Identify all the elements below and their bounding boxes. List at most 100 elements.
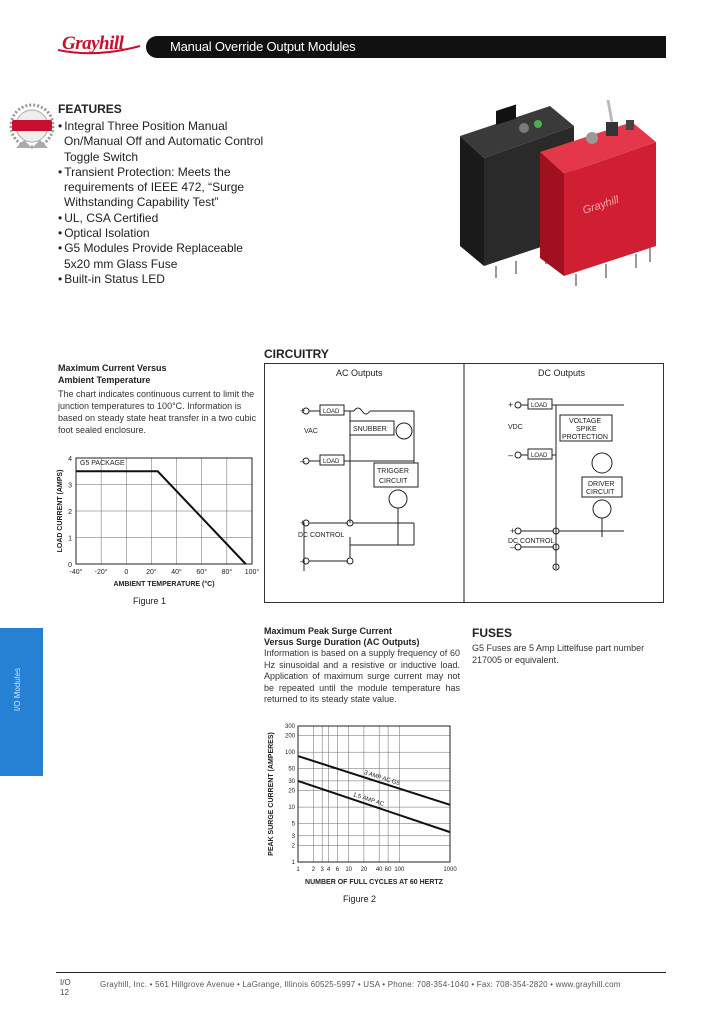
feature-item: Optical Isolation (58, 226, 268, 241)
y-tick-label: 4 (68, 456, 72, 463)
load-label: LOAD (323, 459, 340, 465)
x-tick-label: 4 (327, 867, 331, 873)
x-tick-label: 60 (385, 867, 392, 873)
grayhill-logo-swoosh (57, 45, 141, 55)
x-tick-label: 2 (312, 867, 316, 873)
plus-sign: + (300, 518, 305, 528)
figure2-caption: Figure 2 (343, 894, 377, 904)
x-tick-label: 6 (336, 867, 340, 873)
vdc-label: VDC (508, 424, 523, 431)
header-bar: Manual Override Output Modules (146, 36, 666, 58)
load-label: LOAD (531, 403, 548, 409)
page-section: I/O (60, 978, 71, 987)
vac-label: VAC (304, 428, 318, 435)
circuit-diagram: AC Outputs DC Outputs LOAD LOAD LOAD LOA… (298, 363, 624, 603)
driver-label-2: CIRCUIT (586, 489, 615, 496)
series-line (297, 779, 451, 834)
footer-divider (56, 972, 666, 973)
feature-item: Transient Protection: Meets the requirem… (58, 165, 268, 211)
feature-item: Built-in Status LED (58, 272, 268, 287)
y-tick-label: 1 (68, 536, 72, 543)
plot-frame (297, 725, 451, 863)
y-tick-label: 200 (285, 734, 296, 740)
y-tick-label: 0 (68, 562, 72, 569)
y-tick-label: 30 (288, 779, 295, 785)
feature-item: UL, CSA Certified (58, 211, 268, 226)
load-label: LOAD (323, 409, 340, 415)
x-tick-label: 20 (361, 867, 368, 873)
x-tick-label: 1 (296, 867, 300, 873)
x-tick-label: -20° (95, 568, 108, 576)
voltage-label-1: VOLTAGE (569, 418, 601, 425)
dc-control-label: DC CONTROL (508, 538, 554, 545)
voltage-label-3: PROTECTION (562, 434, 608, 441)
x-tick-label: -40° (70, 568, 83, 576)
x-tick-label: 40° (171, 568, 182, 576)
x-tick-label: 40 (376, 867, 383, 873)
x-tick-label: 20° (146, 568, 157, 576)
series-line (297, 755, 451, 806)
side-tab-label: I/O Modules (13, 668, 22, 712)
plot-frame (75, 457, 253, 565)
y-tick-label: 1 (292, 860, 296, 866)
x-tick-label: 0 (124, 569, 128, 576)
page-title: Manual Override Output Modules (170, 39, 356, 54)
chart1-title: Maximum Current Versus Ambient Temperatu… (58, 363, 167, 385)
features-list: Integral Three Position Manual On/Manual… (58, 119, 268, 287)
y-tick-label: 3 (292, 834, 296, 840)
dc-control-label: DC CONTROL (298, 532, 344, 539)
y-tick-label: 3 (68, 483, 72, 490)
voltage-label-2: SPIKE (576, 426, 597, 433)
y-axis-label: PEAK SURGE CURRENT (AMPERES) (268, 732, 275, 856)
x-tick-label: 10 (345, 867, 352, 873)
x-tick-label: 80° (222, 568, 233, 576)
y-tick-label: 20 (288, 789, 295, 795)
footer-contact: Grayhill, Inc. • 561 Hillgrove Avenue • … (100, 980, 621, 989)
x-tick-label: 100 (394, 867, 405, 873)
circuitry-heading: CIRCUITRY (264, 347, 329, 361)
snubber-label: SNUBBER (353, 426, 387, 433)
trigger-label-2: CIRCUIT (379, 478, 408, 485)
series-line (76, 470, 247, 565)
plus-sign: + (300, 406, 305, 416)
surge-chart-title: Maximum Peak Surge Current Versus Surge … (264, 626, 420, 647)
driver-label-1: DRIVER (588, 481, 614, 488)
dc-outputs-label: DC Outputs (538, 368, 586, 378)
y-tick-label: 100 (285, 750, 296, 756)
minus-sign: – (508, 450, 513, 460)
y-tick-label: 300 (285, 724, 296, 730)
chart1-description: The chart indicates continuous current t… (58, 389, 257, 435)
y-tick-label: 2 (68, 509, 72, 516)
grayhill-seal-icon (9, 103, 55, 149)
minus-sign: – (300, 456, 305, 466)
feature-item: Integral Three Position Manual On/Manual… (58, 119, 268, 165)
x-tick-label: 3 (321, 867, 325, 873)
x-tick-label: 60° (196, 568, 207, 576)
series-label: G5 PACKAGE (80, 460, 125, 467)
product-photo: Grayhill (460, 99, 656, 286)
minus-sign: – (300, 556, 305, 566)
figure1-caption: Figure 1 (133, 596, 167, 606)
trigger-label-1: TRIGGER (377, 468, 409, 475)
features-heading: FEATURES (58, 102, 122, 116)
load-label: LOAD (531, 453, 548, 459)
y-tick-label: 10 (288, 805, 295, 811)
y-tick-label: 50 (288, 767, 295, 773)
fuses-heading: FUSES (472, 626, 513, 640)
y-tick-label: 5 (292, 822, 296, 828)
section-side-tab[interactable]: I/O Modules (0, 628, 43, 776)
x-tick-label: 1000 (443, 867, 457, 873)
ac-outputs-label: AC Outputs (336, 368, 383, 378)
feature-item: G5 Modules Provide Replaceable 5x20 mm G… (58, 241, 268, 272)
plus-sign: + (510, 526, 515, 536)
minus-sign: – (510, 542, 515, 552)
x-axis-label: AMBIENT TEMPERATURE (°C) (113, 580, 214, 588)
y-tick-label: 2 (292, 843, 296, 849)
y-axis-label: LOAD CURRENT (AMPS) (57, 470, 64, 553)
brand-logo[interactable]: Grayhill (62, 33, 124, 54)
plus-sign: + (508, 400, 513, 410)
surge-description: Information is based on a supply frequen… (264, 648, 460, 704)
page-number: 12 (60, 988, 69, 997)
